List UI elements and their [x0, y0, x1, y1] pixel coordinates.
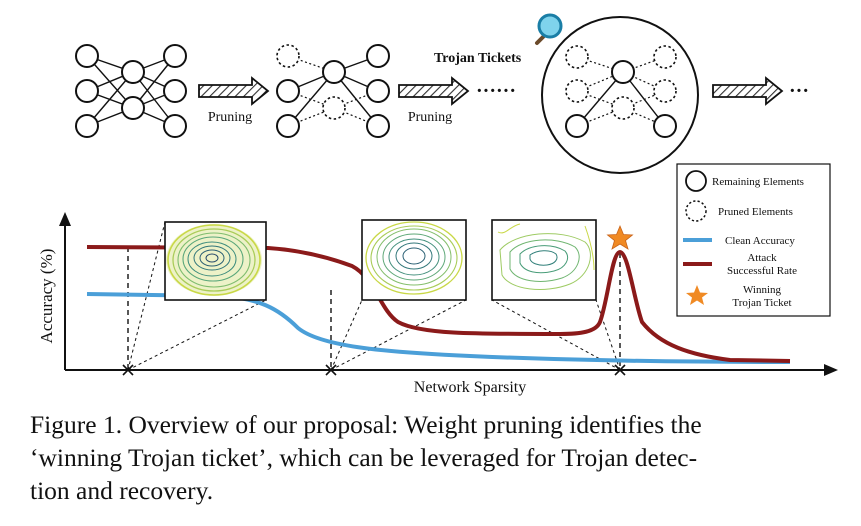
neuron-node [611, 60, 635, 84]
x-axis-label: Network Sparsity [414, 379, 526, 396]
caption-line: Figure 1. Overview of our proposal: Weig… [30, 410, 702, 439]
sparsity-marker [122, 364, 134, 376]
winning-ticket-star [606, 224, 634, 250]
legend-item-winning-ticket: Winning Trojan Ticket [686, 284, 792, 309]
neuron-node [653, 114, 677, 138]
loss-landscape-inset-1 [164, 221, 267, 301]
accuracy-chart: Network Sparsity Accuracy (%) [37, 212, 838, 396]
neuron-node [163, 114, 187, 138]
pruning-arrow-3 [712, 76, 784, 106]
neuron-node [163, 44, 187, 68]
legend-item-remaining: Remaining Elements [685, 170, 804, 192]
sparsity-marker [614, 364, 626, 376]
loss-landscape-inset-2 [361, 219, 467, 301]
neuron-node [366, 114, 390, 138]
neuron-node [121, 60, 145, 84]
neuron-node [366, 79, 390, 103]
trojan-tickets-label: Trojan Tickets [434, 51, 522, 66]
svg-text:Clean Accuracy: Clean Accuracy [725, 235, 795, 247]
y-axis-label: Accuracy (%) [37, 249, 56, 344]
neuron-node [276, 114, 300, 138]
sparsity-marker [325, 364, 337, 376]
pruned-neuron-node [611, 96, 635, 120]
magnifier-icon [535, 13, 563, 45]
pruned-neuron-node [565, 45, 589, 69]
pruned-network [276, 44, 390, 138]
figure-caption: Figure 1. Overview of our proposal: Weig… [30, 408, 842, 507]
legend-item-attack-rate: Attack Successful Rate [683, 252, 797, 277]
neuron-node [366, 44, 390, 68]
pruned-neuron-node [653, 45, 677, 69]
trojan-ticket-network [541, 16, 699, 174]
pruning-label: Pruning [208, 110, 252, 125]
neuron-node [276, 79, 300, 103]
pruning-label: Pruning [408, 110, 452, 125]
pruning-arrow-2: Pruning [398, 76, 470, 125]
pruned-neuron-node [653, 79, 677, 103]
pruned-neuron-node [565, 79, 589, 103]
svg-text:Winning: Winning [743, 284, 782, 296]
dotted-circle-icon [685, 200, 707, 222]
svg-text:Pruned Elements: Pruned Elements [718, 206, 793, 218]
x-axis-arrow [824, 364, 838, 376]
svg-text:Successful Rate: Successful Rate [727, 265, 797, 277]
caption-line: tion and recovery. [30, 476, 214, 505]
legend-item-pruned: Pruned Elements [685, 200, 793, 222]
solid-circle-icon [685, 170, 707, 192]
neuron-node [322, 60, 346, 84]
legend: Remaining Elements Pruned Elements Clean… [676, 163, 831, 317]
neuron-node [75, 44, 99, 68]
neuron-node [565, 114, 589, 138]
continuation-dots: ······ [476, 80, 516, 102]
pruning-arrow-1: Pruning [198, 76, 270, 125]
y-axis-arrow [59, 212, 71, 226]
neuron-node [121, 96, 145, 120]
legend-item-clean-accuracy: Clean Accuracy [683, 235, 795, 247]
loss-landscape-inset-3 [491, 219, 597, 301]
pruned-neuron-node [322, 96, 346, 120]
continuation-dots: ··· [789, 80, 809, 102]
dense-network [75, 44, 187, 138]
pruned-neuron-node [276, 44, 300, 68]
svg-text:Trojan Ticket: Trojan Ticket [732, 297, 791, 309]
orange-star-icon [686, 285, 708, 305]
neuron-node [75, 79, 99, 103]
svg-text:Attack: Attack [747, 252, 777, 264]
caption-line: ‘winning Trojan ticket’, which can be le… [30, 443, 698, 472]
overview-figure: Pruning Pruning ······ Trojan Tickets [37, 13, 838, 396]
neuron-node [163, 79, 187, 103]
clean-accuracy-line [86, 292, 791, 364]
neuron-node [75, 114, 99, 138]
svg-text:Remaining Elements: Remaining Elements [712, 176, 804, 188]
attack-success-rate-line [86, 245, 791, 363]
